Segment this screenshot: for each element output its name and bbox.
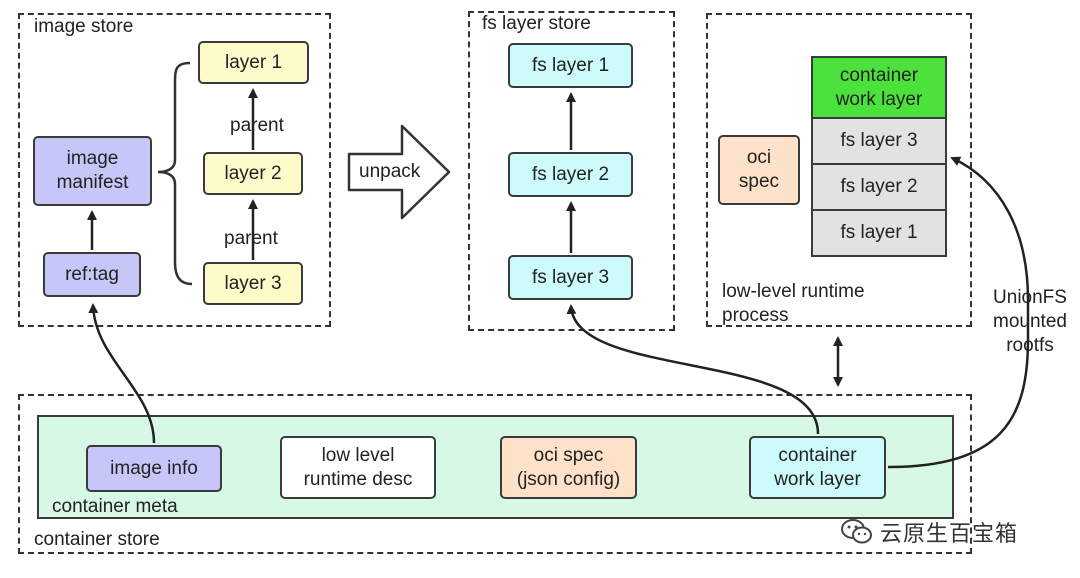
runtime-process-title: low-level runtime process xyxy=(722,281,865,326)
oci-spec-node: oci spec xyxy=(718,135,800,205)
low-level-runtime-desc-node: low level runtime desc xyxy=(280,436,436,499)
container-meta-title: container meta xyxy=(52,496,178,517)
manifest-brace xyxy=(157,61,193,286)
fs-layer-3-node: fs layer 3 xyxy=(508,255,633,300)
watermark: 云原生百宝箱 xyxy=(840,516,1018,548)
ref-tag-node: ref:tag xyxy=(43,252,141,297)
parent-label-lower: parent xyxy=(222,228,280,250)
fs-layer-store-box xyxy=(468,11,675,331)
layer-1-node: layer 1 xyxy=(198,41,309,84)
watermark-text: 云原生百宝箱 xyxy=(880,521,1019,546)
fs-layer-store-title: fs layer store xyxy=(482,13,591,34)
container-store-title: container store xyxy=(34,529,160,550)
rootfs-stack: container work layer fs layer 3 fs layer… xyxy=(811,56,947,257)
stack-fs-layer-2-cell: fs layer 2 xyxy=(811,165,947,211)
fs-layer-1-node: fs layer 1 xyxy=(508,43,633,88)
arrow-workLayer-to-rootfs xyxy=(887,156,1030,469)
stack-fs-layer-1-cell: fs layer 1 xyxy=(811,211,947,257)
unpack-label: unpack xyxy=(359,161,421,182)
wechat-icon xyxy=(841,519,872,544)
arrow-imageinfo-to-reftag xyxy=(88,303,156,444)
unpack-block-arrow xyxy=(347,124,451,220)
layer-3-node: layer 3 xyxy=(203,262,303,305)
container-store-box xyxy=(18,394,972,554)
image-store-title: image store xyxy=(34,16,134,37)
layer-2-node: layer 2 xyxy=(203,152,303,195)
fs-layer-2-node: fs layer 2 xyxy=(508,152,633,197)
container-work-layer-node: container work layer xyxy=(749,436,886,499)
stack-fs-layer-3-cell: fs layer 3 xyxy=(811,119,947,165)
container-work-layer-cell: container work layer xyxy=(811,56,947,119)
image-manifest-node: image manifest xyxy=(33,136,152,206)
unionfs-label: UnionFS mounted rootfs xyxy=(982,286,1078,358)
oci-spec-json-node: oci spec (json config) xyxy=(500,436,637,499)
parent-label-upper: parent xyxy=(228,115,286,137)
arrow-workLayer-to-fs3 xyxy=(566,304,820,435)
image-store-box xyxy=(18,13,331,327)
image-info-node: image info xyxy=(86,445,222,492)
